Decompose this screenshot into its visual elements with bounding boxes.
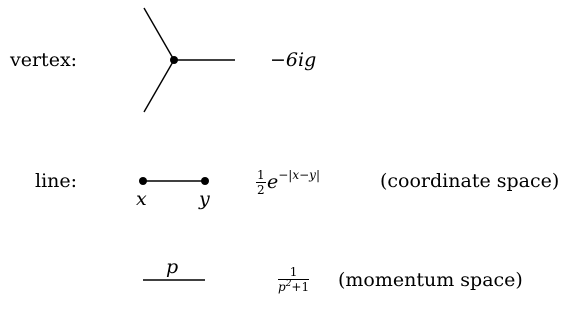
momentum-line-label: p [166, 256, 179, 278]
momentum-fraction-bar [278, 279, 310, 280]
vertex-leg-lower [143, 59, 175, 113]
den-base: p [278, 280, 286, 294]
momentum-fraction: 1 p2+1 [278, 265, 310, 294]
exponential-base: e−|x−y| [267, 169, 320, 193]
vertex-dot [170, 56, 178, 64]
prefactor-numerator: 1 [257, 168, 265, 182]
momentum-denominator: p2+1 [278, 280, 309, 294]
endpoint-dot-x [139, 177, 147, 185]
coordinate-space-note: (coordinate space) [380, 170, 560, 192]
exp-base: e [267, 171, 279, 193]
fraction-bar [256, 182, 266, 183]
den-exponent: 2 [285, 279, 292, 289]
prefactor-fraction: 1 2 [256, 169, 266, 196]
vertex-factor: −6ig [270, 49, 317, 71]
momentum-space-note: (momentum space) [338, 269, 523, 291]
exp-exponent: −|x−y| [278, 168, 320, 182]
endpoint-dot-y [201, 177, 209, 185]
vertex-leg-upper [143, 7, 175, 61]
endpoint-label-x: x [136, 188, 147, 210]
den-tail: +1 [291, 280, 310, 294]
prefactor-denominator: 2 [257, 183, 265, 197]
momentum-numerator: 1 [289, 265, 298, 279]
vertex-label: vertex: [10, 49, 78, 71]
endpoint-label-y: y [199, 188, 210, 210]
line-label: line: [35, 170, 78, 192]
